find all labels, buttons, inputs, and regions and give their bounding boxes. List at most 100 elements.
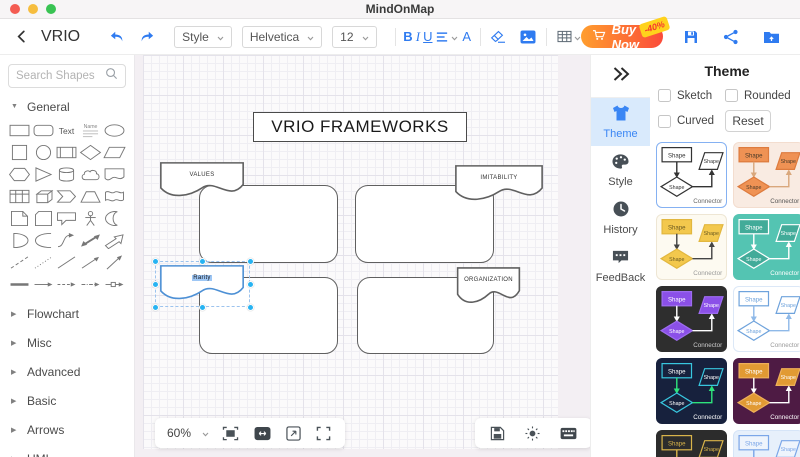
- quadrant-rect-rarity[interactable]: [199, 277, 338, 354]
- undo-icon[interactable]: [106, 28, 128, 46]
- buy-now-button[interactable]: Buy Now -40%: [580, 15, 671, 52]
- shape-dashed-line[interactable]: [8, 254, 32, 271]
- shape-dashed-arrow[interactable]: [55, 276, 79, 293]
- sidebar-section-basic[interactable]: ▶Basic: [8, 386, 126, 415]
- shape-arrow[interactable]: [32, 276, 56, 293]
- bold-button[interactable]: B: [403, 29, 413, 44]
- shape-actor[interactable]: [79, 210, 103, 227]
- shape-parallelogram[interactable]: [102, 144, 126, 161]
- shape-double-arrow[interactable]: [79, 232, 103, 249]
- selection-handle-s[interactable]: [199, 303, 206, 311]
- sidebar-section-flowchart[interactable]: ▶Flowchart: [8, 299, 126, 328]
- shape-dash-dot-arrow[interactable]: [79, 276, 103, 293]
- chevron-down-icon[interactable]: [451, 28, 458, 46]
- text-align-icon[interactable]: [433, 29, 451, 45]
- selection-handle-se[interactable]: [246, 303, 254, 311]
- shape-wave-banner[interactable]: [102, 188, 126, 205]
- eraser-icon[interactable]: [488, 28, 508, 46]
- font-size-dropdown[interactable]: 12: [332, 25, 377, 48]
- sidebar-section-arrows[interactable]: ▶Arrows: [8, 415, 126, 444]
- shape-square-arrow[interactable]: [102, 276, 126, 293]
- shape-square[interactable]: [8, 144, 32, 161]
- zoom-window-button[interactable]: [46, 4, 56, 14]
- chevron-down-icon[interactable]: [574, 28, 581, 46]
- insert-table-icon[interactable]: [555, 28, 574, 45]
- shape-card[interactable]: [32, 210, 56, 227]
- tab-theme[interactable]: Theme: [591, 98, 650, 146]
- tab-style[interactable]: Style: [591, 146, 650, 194]
- shape-hexagon[interactable]: [8, 166, 32, 183]
- style-dropdown[interactable]: Style: [174, 25, 232, 48]
- share-icon[interactable]: [721, 27, 741, 47]
- shape-text[interactable]: Text: [55, 122, 79, 139]
- checkbox-curved[interactable]: Curved: [658, 114, 725, 128]
- shape-half-circle[interactable]: [8, 232, 32, 249]
- node-organization[interactable]: ORGANIZATION: [457, 267, 520, 307]
- shape-trapezoid[interactable]: [79, 188, 103, 205]
- shape-chevron-banner[interactable]: [55, 188, 79, 205]
- checkbox-box[interactable]: [658, 114, 671, 128]
- selection-handle-ne[interactable]: [246, 257, 254, 265]
- selection-handle-nw[interactable]: [151, 257, 159, 265]
- shape-diagonal-arrow[interactable]: [79, 254, 103, 271]
- tab-history[interactable]: History: [591, 194, 650, 242]
- font-color-button[interactable]: A: [462, 29, 472, 44]
- brightness-icon[interactable]: [523, 424, 542, 443]
- shape-callout[interactable]: [55, 210, 79, 227]
- node-imitability[interactable]: IMITABILITY: [455, 165, 543, 204]
- sidebar-section-uml[interactable]: ▶UML: [8, 444, 126, 457]
- shape-crescent[interactable]: [102, 210, 126, 227]
- shape-cloud[interactable]: [79, 166, 103, 183]
- back-icon[interactable]: [12, 27, 31, 46]
- selection-handle-w[interactable]: [151, 280, 159, 288]
- shape-concave[interactable]: [32, 232, 56, 249]
- shape-cube[interactable]: [32, 188, 56, 205]
- fit-screen-icon[interactable]: [220, 424, 241, 443]
- selection-handle-sw[interactable]: [151, 303, 159, 311]
- save-image-icon[interactable]: [488, 424, 507, 443]
- save-icon[interactable]: [681, 27, 701, 47]
- shape-triangle[interactable]: [32, 166, 56, 183]
- shape-name-text[interactable]: Name: [79, 122, 103, 139]
- shape-rounded-rectangle[interactable]: [32, 122, 56, 139]
- checkbox-sketch[interactable]: Sketch: [658, 89, 725, 102]
- chevron-down-icon[interactable]: [202, 424, 209, 442]
- shape-diamond[interactable]: [79, 144, 103, 161]
- shape-note[interactable]: [8, 210, 32, 227]
- checkbox-box[interactable]: [658, 89, 671, 102]
- shape-bold-line[interactable]: [8, 276, 32, 293]
- collapse-panel-button[interactable]: [591, 55, 650, 98]
- shape-table[interactable]: [8, 188, 32, 205]
- underline-button[interactable]: U: [423, 29, 433, 44]
- close-window-button[interactable]: [10, 4, 20, 14]
- keyboard-shortcuts-icon[interactable]: [558, 425, 579, 442]
- quadrant-rect-values[interactable]: [199, 185, 338, 263]
- shape-diagonal-arrow-alt[interactable]: [102, 254, 126, 271]
- shape-document[interactable]: [102, 166, 126, 183]
- sidebar-section-general[interactable]: ▼General: [8, 92, 126, 121]
- export-folder-icon[interactable]: [761, 28, 782, 46]
- shape-curve-arrow[interactable]: [55, 232, 79, 249]
- shape-dotted-line[interactable]: [32, 254, 56, 271]
- insert-image-icon[interactable]: [518, 28, 538, 46]
- search-input[interactable]: [16, 70, 104, 82]
- node-rarity-selected[interactable]: Rarity: [160, 265, 244, 303]
- shape-block-arrow[interactable]: [102, 232, 126, 249]
- diagram-title-node[interactable]: VRIO FRAMEWORKS: [253, 112, 467, 142]
- tab-feedback[interactable]: FeedBack: [591, 242, 650, 290]
- diagram-canvas[interactable]: VRIO FRAMEWORKS VALUES IMITABILITY Rarit…: [135, 55, 590, 457]
- redo-icon[interactable]: [136, 28, 158, 46]
- reset-button[interactable]: Reset: [725, 110, 771, 132]
- checkbox-box[interactable]: [725, 89, 738, 102]
- resize-canvas-icon[interactable]: [284, 424, 303, 443]
- shape-ellipse[interactable]: [102, 122, 126, 139]
- shape-rectangle[interactable]: [8, 122, 32, 139]
